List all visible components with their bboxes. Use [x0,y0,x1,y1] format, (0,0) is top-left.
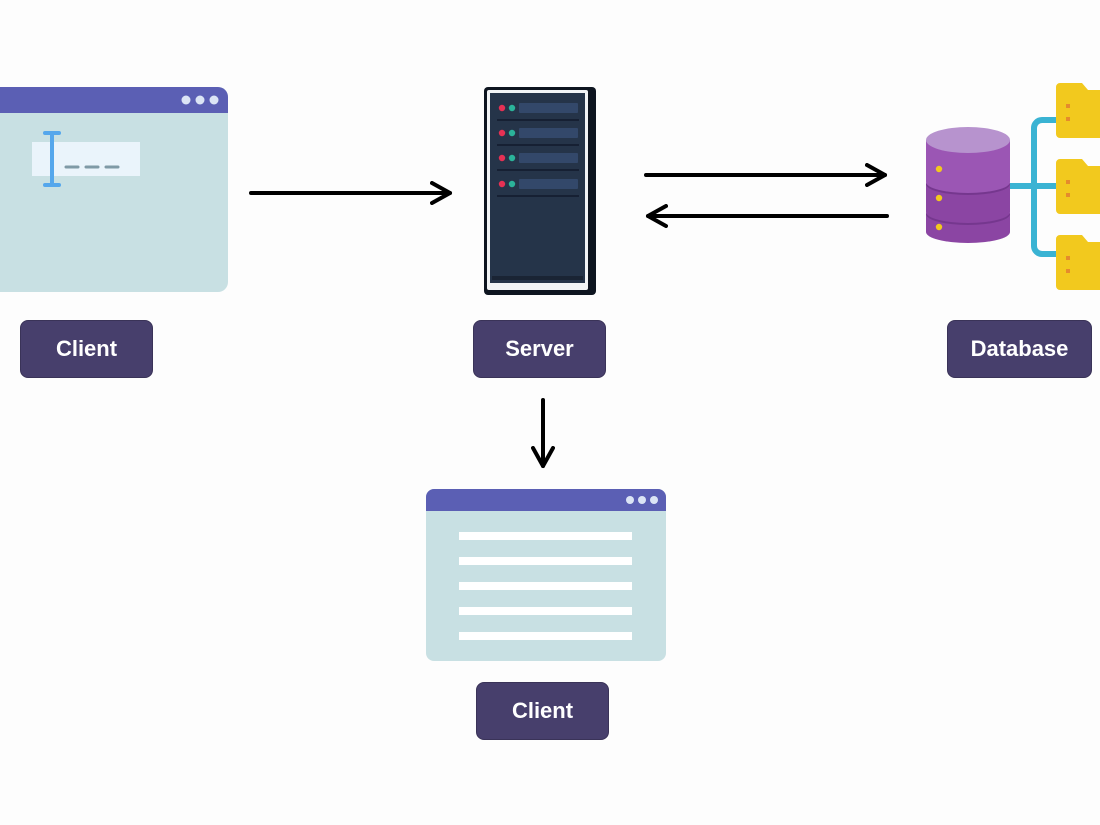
database-label: Database [947,320,1092,378]
text-field-icon [32,142,140,176]
folder-icon [1056,83,1100,138]
text-cursor-icon [43,131,61,187]
folder-connector-lines [1010,117,1060,257]
server-label: Server [473,320,606,378]
server-rack-units [497,103,579,197]
database-icon [926,83,1100,290]
client-output-label: Client [476,682,609,740]
client-output-window-icon [426,489,666,661]
folder-icon [1056,235,1100,290]
server-icon [484,87,596,295]
client-input-window-icon [0,87,228,292]
folder-icon [1056,159,1100,214]
database-cylinder [926,127,1010,243]
client-input-label: Client [20,320,153,378]
content-lines [459,532,632,640]
